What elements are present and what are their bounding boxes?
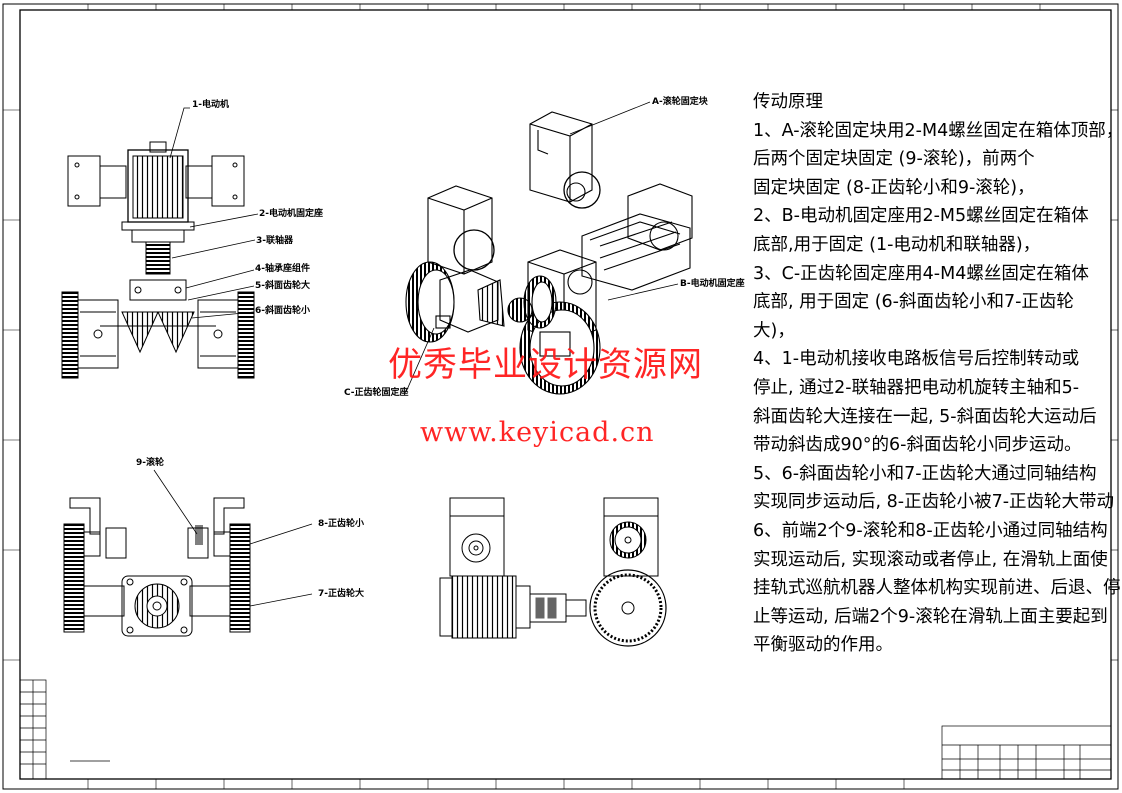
notes-line: 底部,用于固定 (1-电动机和联轴器)， [753,234,1041,255]
notes-line: 1、A-滚轮固定块用2-M4螺丝固定在箱体顶部， [753,120,1122,141]
notes-line: 2、B-电动机固定座用2-M5螺丝固定在箱体 [753,206,1089,227]
notes-line: 带动斜齿成90°的6-斜面齿轮小同步运动。 [753,435,1082,456]
top-view-leaders [153,469,313,607]
callout-motor: 1-电动机 [192,100,229,110]
notes-line: 固定块固定 (8-正齿轮小和9-滚轮)， [753,177,1035,198]
isometric-view-leaders [405,101,679,393]
left-margin-table [19,679,110,780]
callout-motor-fixing-seat: B-电动机固定座 [680,279,745,289]
notes-line: 斜面齿轮大连接在一起, 5-斜面齿轮大运动后 [753,406,1097,427]
top-view-assembly [63,497,251,637]
callout-large-bevel-gear: 5-斜面齿轮大 [255,281,310,291]
watermark-url: www.keyicad.cn [420,417,655,448]
notes-line: 5、6-斜面齿轮小和7-正齿轮大通过同轴结构 [753,463,1097,484]
notes-line: 底部, 用于固定 (6-斜面齿轮小和7-正齿轮 [753,292,1074,313]
notes-line: 后两个固定块固定 (9-滚轮)，前两个 [753,149,1035,170]
zone-markers [3,4,1118,789]
callout-roller-fixing-block: A-滚轮固定块 [652,97,708,107]
notes-line: 挂轨式巡航机器人整体机构实现前进、后退、停 [753,578,1121,599]
callout-motor-seat: 2-电动机固定座 [259,209,323,219]
notes-line: 4、1-电动机接收电路板信号后控制转动或 [753,349,1080,370]
notes-line: 3、C-正齿轮固定座用4-M4螺丝固定在箱体 [753,263,1089,284]
notes-line: 实现运动后, 实现滚动或者停止, 在滑轨上面使 [753,549,1108,570]
watermark-title: 优秀毕业设计资源网 [388,345,703,385]
callout-bearing-assembly: 4-轴承座组件 [255,264,310,274]
sheet-frame [2,3,1119,790]
callout-roller: 9-滚轮 [136,458,164,468]
callout-spur-gear-seat: C-正齿轮固定座 [344,388,409,398]
front-view-leaders [169,107,259,319]
title-block [941,725,1112,780]
notes-line: 实现同步运动后, 8-正齿轮小被7-正齿轮大带动 [753,492,1115,513]
callout-large-spur-gear: 7-正齿轮大 [318,589,364,599]
notes-line: 平衡驱动的作用。 [753,635,893,656]
notes-line: 止等运动, 后端2个9-滚轮在滑轨上面主要起到 [753,606,1108,627]
callout-small-bevel-gear: 6-斜面齿轮小 [255,306,310,316]
isometric-view-assembly [405,111,693,395]
callout-coupling: 3-联轴器 [256,236,293,246]
notes-line: 6、前端2个9-滚轮和8-正齿轮小通过同轴结构 [753,520,1108,541]
notes-line: 停止, 通过2-联轴器把电动机旋转主轴和5- [753,377,1080,398]
front-view-assembly [61,141,255,379]
side-view-assembly [439,497,667,647]
notes-line: 大)， [753,320,795,341]
transmission-notes: 传动原理 1、A-滚轮固定块用2-M4螺丝固定在箱体顶部， 后两个固定块固定 (… [753,88,1122,660]
callout-small-spur-gear: 8-正齿轮小 [318,519,364,529]
notes-title: 传动原理 [753,92,823,112]
